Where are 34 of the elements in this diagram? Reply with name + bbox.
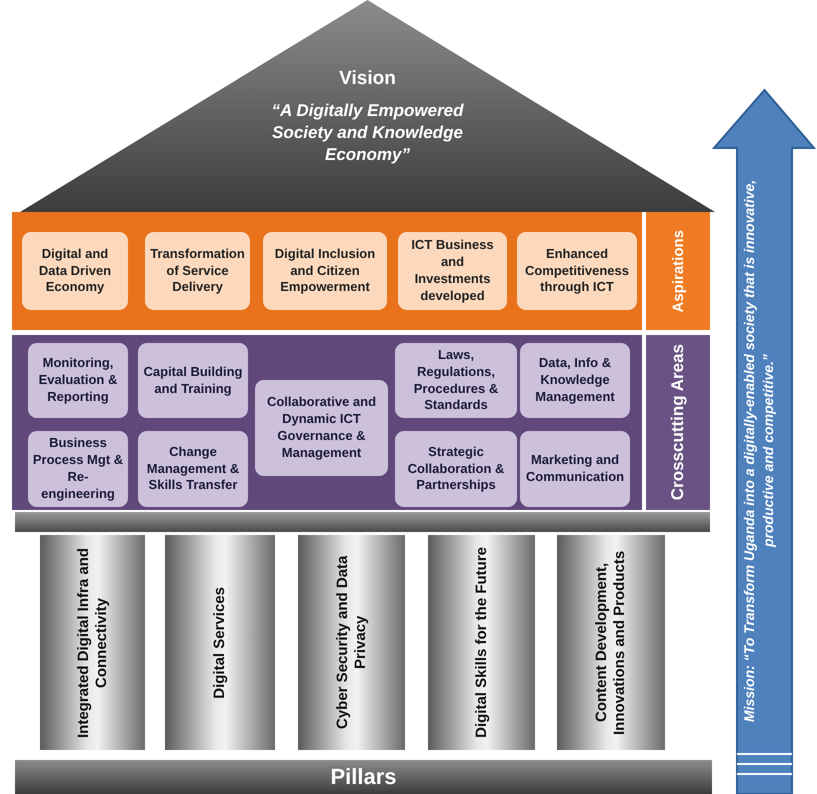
aspiration-card: Digital Inclusion and Citizen Empowerment (263, 232, 387, 310)
crosscutting-card: Change Management & Skills Transfer (138, 431, 248, 507)
vision-heading: Vision (338, 68, 397, 90)
pillar-label: Content Development, Innovations and Products (593, 549, 629, 737)
pillars-base (15, 760, 712, 794)
pillar-column (165, 535, 275, 750)
crosscutting-card: Data, Info & Knowledge Management (520, 343, 630, 418)
pillar-label: Cyber Security and Data Privacy (334, 554, 370, 732)
pillar-column (40, 535, 145, 750)
pillar-column (557, 535, 665, 750)
band-heading: Crosscutting Areas (668, 344, 688, 501)
pillar-label: Digital Skills for the Future (472, 547, 490, 738)
crosscutting-card: Capital Building and Training (138, 343, 248, 418)
beam (15, 512, 710, 532)
crosscutting-card: Monitoring, Evaluation & Reporting (28, 343, 128, 418)
band-heading: Aspirations (670, 230, 686, 312)
aspirations-band (12, 212, 710, 330)
aspiration-card: Enhanced Competitiveness through ICT (517, 232, 637, 310)
mission-statement: Mission: “To Transform Uganda into a digitally-enabled society that is innovative, productive and competitive.” (740, 178, 777, 724)
pillar-label: Digital Services (211, 586, 229, 698)
crosscutting-card: Business Process Mgt & Re-engineering (28, 431, 128, 507)
crosscutting-card: Strategic Collaboration & Partnerships (395, 431, 517, 507)
base-label: Pillars (330, 764, 397, 790)
aspiration-card: Digital and Data Driven Economy (22, 232, 128, 310)
pillar-column (428, 535, 535, 750)
pillar-column (298, 535, 405, 750)
aspiration-card: ICT Business and Investments developed (398, 232, 507, 310)
aspiration-card: Transformation of Service Delivery (145, 232, 250, 310)
crosscutting-card: Marketing and Communication (520, 431, 630, 507)
crosscutting-card: Collaborative and Dynamic ICT Governance & Management (255, 380, 388, 476)
crosscutting-band (12, 335, 710, 510)
vision-statement: “A Digitally Empowered Society and Knowledge Economy” (270, 100, 465, 166)
pillar-label: Integrated Digital Infra and Connectivity (74, 546, 110, 740)
crosscutting-card: Laws, Regulations, Procedures & Standards (395, 343, 517, 418)
